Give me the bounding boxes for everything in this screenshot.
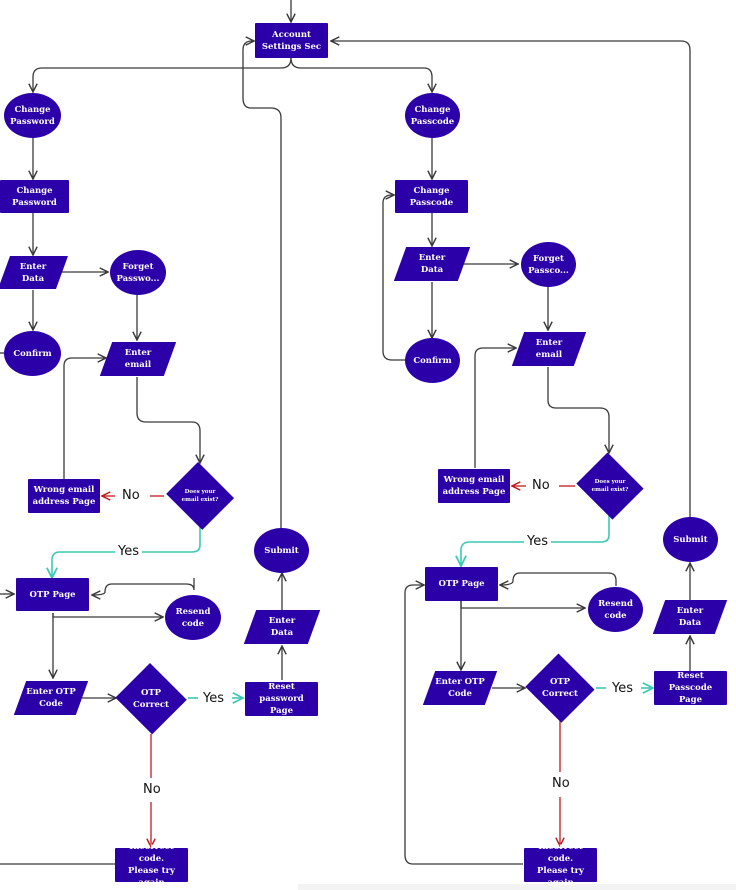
passcode-enter-email-node[interactable]: Enter email bbox=[518, 332, 580, 366]
password-email-exists-decision[interactable]: Does your email exist? bbox=[164, 464, 236, 528]
forget-passcode-node[interactable]: Forget Passco... bbox=[521, 242, 576, 287]
edge-submit2-to-root bbox=[331, 41, 691, 518]
edge-p9 bbox=[92, 578, 195, 595]
forget-password-node[interactable]: Forget Passwo... bbox=[110, 250, 166, 295]
edge-c10 bbox=[460, 601, 585, 608]
passcode-resend-code-node[interactable]: Resend code bbox=[588, 587, 643, 632]
password-enter-new-data-node[interactable]: Enter Data bbox=[250, 610, 314, 644]
passcode-confirm-node[interactable]: Confirm bbox=[405, 338, 460, 383]
edge-submit-to-root bbox=[242, 41, 282, 530]
password-otp-yes-label: Yes bbox=[200, 691, 227, 706]
passcode-email-no-label: No bbox=[529, 478, 553, 493]
edge-p6 bbox=[136, 377, 200, 463]
password-otp-correct-decision[interactable]: OTP Correct bbox=[114, 664, 188, 734]
reset-password-page-node[interactable]: Reset password Page bbox=[245, 682, 318, 716]
edge-c7 bbox=[547, 367, 609, 453]
passcode-enter-data-node[interactable]: Enter Data bbox=[400, 247, 464, 281]
edge-root-to-passcode bbox=[290, 57, 432, 92]
password-resend-code-node[interactable]: Resend code bbox=[165, 595, 221, 640]
account-settings-node[interactable]: Account Settings Sec bbox=[255, 23, 328, 58]
passcode-enter-otp-node[interactable]: Enter OTP Code bbox=[429, 671, 491, 705]
edge-c15 bbox=[404, 585, 523, 865]
passcode-otp-yes-label: Yes bbox=[609, 681, 636, 696]
change-passcode-page-node[interactable]: Change Passcode bbox=[395, 180, 468, 213]
password-enter-data-node[interactable]: Enter Data bbox=[4, 256, 62, 289]
password-email-yes-label: Yes bbox=[115, 544, 142, 559]
passcode-email-exists-decision[interactable]: Does your email exist? bbox=[574, 455, 646, 517]
canvas-bottom-strip bbox=[298, 884, 736, 890]
passcode-enter-new-data-node[interactable]: Enter Data bbox=[659, 600, 721, 634]
password-submit-node[interactable]: Submit bbox=[254, 528, 309, 573]
password-wrong-email-node[interactable]: Wrong email address Page bbox=[28, 479, 100, 513]
passcode-otp-correct-decision[interactable]: OTP Correct bbox=[524, 655, 596, 721]
password-email-no-label: No bbox=[119, 488, 143, 503]
edge-p10 bbox=[52, 613, 163, 617]
edge-root-to-password bbox=[33, 57, 292, 92]
edge-p7 bbox=[63, 358, 106, 480]
passcode-email-yes-label: Yes bbox=[524, 534, 551, 549]
change-password-start-node[interactable]: Change Password bbox=[4, 93, 61, 138]
passcode-otp-no-label: No bbox=[549, 776, 573, 791]
edge-c5 bbox=[382, 195, 405, 361]
password-incorrect-code-node[interactable]: Incorrect code. Please try again bbox=[115, 842, 188, 888]
edge-c9 bbox=[500, 572, 617, 586]
password-enter-email-node[interactable]: Enter email bbox=[106, 342, 170, 376]
password-enter-otp-node[interactable]: Enter OTP Code bbox=[20, 681, 82, 715]
passcode-submit-node[interactable]: Submit bbox=[663, 517, 718, 562]
edge-c8 bbox=[474, 348, 516, 468]
change-passcode-start-node[interactable]: Change Passcode bbox=[405, 93, 460, 138]
password-otp-no-label: No bbox=[140, 782, 164, 797]
password-otp-page-node[interactable]: OTP Page bbox=[16, 578, 89, 611]
reset-passcode-page-node[interactable]: Reset Passcode Page bbox=[654, 671, 727, 705]
passcode-otp-page-node[interactable]: OTP Page bbox=[425, 567, 498, 601]
change-password-page-node[interactable]: Change Password bbox=[0, 180, 69, 213]
passcode-wrong-email-node[interactable]: Wrong email address Page bbox=[438, 469, 510, 503]
password-confirm-node[interactable]: Confirm bbox=[4, 331, 61, 376]
passcode-incorrect-code-node[interactable]: Incorrect code. Please try again bbox=[524, 842, 597, 888]
